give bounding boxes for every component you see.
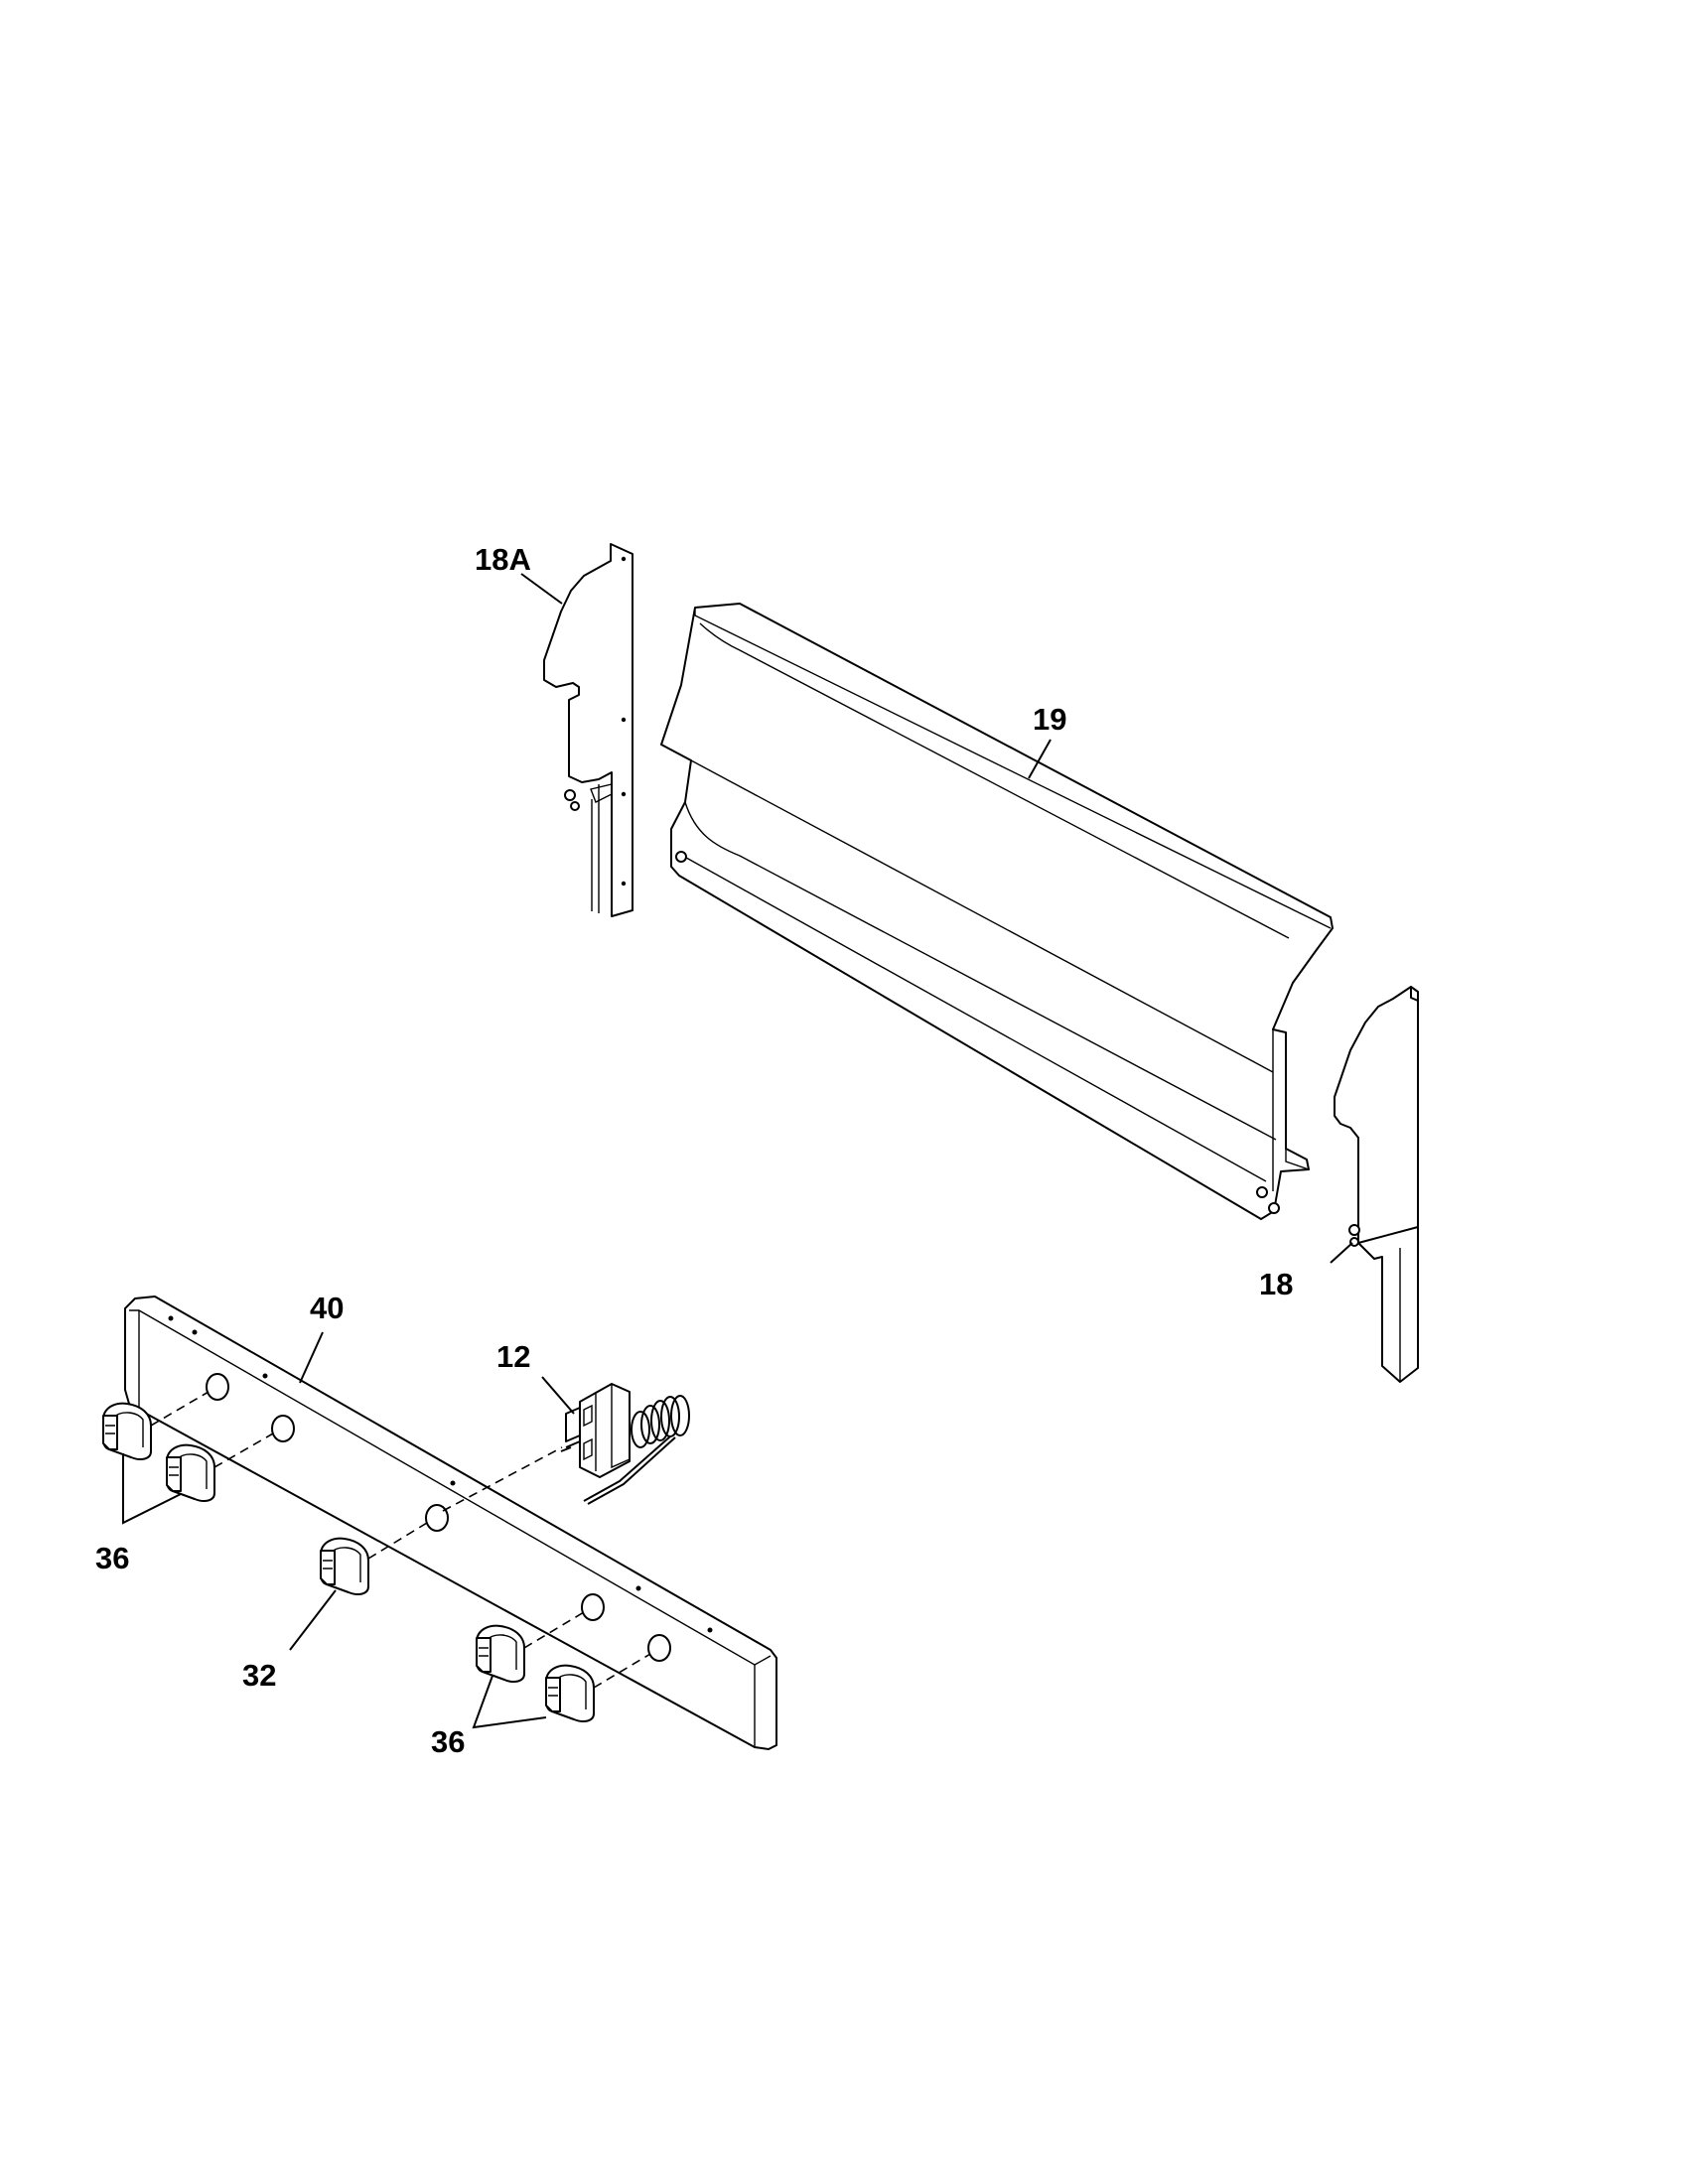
right-end-bracket xyxy=(1334,986,1419,1383)
knob-4 xyxy=(476,1624,525,1683)
callout-19: 19 xyxy=(1033,702,1066,737)
callout-18a: 18A xyxy=(475,542,531,577)
callout-18: 18 xyxy=(1259,1267,1293,1301)
callouts: 18A 19 18 40 12 36 32 36 xyxy=(95,542,1293,1759)
knob-1 xyxy=(102,1402,152,1460)
thermostat xyxy=(560,1383,690,1505)
knob-3 xyxy=(320,1537,369,1595)
control-panel xyxy=(124,1296,777,1750)
left-end-bracket xyxy=(543,543,633,917)
callout-36-left: 36 xyxy=(95,1541,129,1575)
leader-lines xyxy=(122,573,1353,1729)
knob-5 xyxy=(545,1664,595,1722)
assembly-lines xyxy=(150,1391,651,1689)
callout-32: 32 xyxy=(242,1658,276,1693)
callout-12: 12 xyxy=(496,1339,530,1374)
callout-40: 40 xyxy=(310,1291,344,1325)
callout-36-right: 36 xyxy=(431,1724,465,1759)
knob-2 xyxy=(166,1443,215,1502)
backguard-panel xyxy=(660,603,1334,1220)
